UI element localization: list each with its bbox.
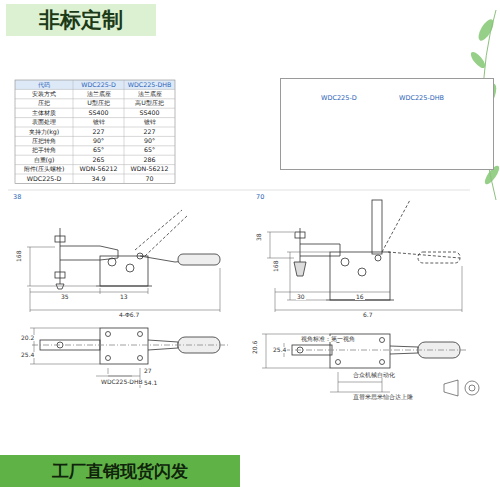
dimension-line [27, 247, 220, 312]
dimension-label: 合众机械自动化 [352, 372, 396, 378]
dimension-label: 30 [296, 294, 306, 300]
table-cell: 安装方式 [15, 91, 73, 97]
clamp-side-view [294, 200, 460, 300]
table-cell: 90° [124, 138, 175, 144]
table-cell: WDC225-DHB [124, 82, 175, 88]
dimension-label: WDC225-DHB [100, 379, 144, 385]
table-cell: 自重(g) [15, 157, 73, 163]
table-cell: 表面处理 [15, 119, 73, 125]
table-cell: 227 [73, 129, 124, 135]
table-cell: 镀锌 [73, 119, 124, 125]
dimension-label: 27 [143, 368, 153, 374]
table-cell: 65° [124, 147, 175, 153]
table-cell: 压把 [15, 100, 73, 106]
table-cell: 70 [124, 176, 175, 182]
banner-box: 工厂直销现货闪发 [0, 455, 240, 487]
table-cell: 90° [73, 138, 124, 144]
dimension-label: 35 [60, 294, 70, 300]
table-cell: 34.9 [73, 176, 124, 182]
table-cell: 法兰底座 [124, 91, 175, 97]
table-cell: SS400 [124, 110, 175, 116]
model-code: WDC225-D [321, 95, 357, 102]
projection-symbol [444, 380, 479, 396]
dimension-label: 38 [12, 194, 22, 201]
dimension-label: 38 [256, 233, 262, 241]
dimension-label: 直替米思米怡合达上隆 [352, 394, 414, 400]
dimension-label: 25.4 [20, 352, 35, 358]
banner-text: 工厂直销现货闪发 [52, 463, 188, 480]
table-cell: SS400 [73, 110, 124, 116]
table-cell: 镀锌 [124, 119, 175, 125]
table-cell: WDN-56212 [73, 166, 124, 172]
dimension-label: 54.1 [143, 380, 158, 386]
table-rule [15, 117, 175, 118]
clamp-side-view [55, 210, 220, 289]
banner-box: 非标定制 [6, 4, 156, 36]
table-rule [15, 164, 175, 165]
table-rule [15, 145, 175, 146]
dimension-line [262, 334, 390, 392]
spec-table [15, 80, 175, 183]
table-rule [15, 108, 175, 109]
dimension-label: 16 [355, 294, 365, 300]
dimension-line [267, 232, 462, 312]
dimension-label: 4-Φ6.7 [118, 312, 140, 318]
model-code: WDC225-DHB [399, 95, 444, 102]
table-rule [15, 127, 175, 128]
table-cell: 附件(压头螺栓) [15, 166, 73, 172]
table-cell: 65° [73, 147, 124, 153]
clamp-top-view [284, 334, 468, 368]
table-cell: WDC225-D [73, 82, 124, 88]
table-cell: 265 [73, 157, 124, 163]
table-cell: U型压把 [73, 100, 124, 106]
table-cell: 高U型压把 [124, 100, 175, 106]
dimension-label: 25.4 [272, 347, 287, 353]
banner-text: 非标定制 [39, 10, 123, 31]
table-rule [15, 98, 175, 99]
table-cell: 主体材质 [15, 110, 73, 116]
table-rule [15, 136, 175, 137]
table-cell: 压把转角 [15, 138, 73, 144]
table-rule [15, 89, 175, 90]
clamp-top-view [32, 328, 230, 364]
table-cell: 代码 [15, 82, 73, 88]
dimension-label: 20.6 [252, 341, 258, 354]
dimension-label: 168 [273, 261, 279, 272]
table-cell: 法兰底座 [73, 91, 124, 97]
dimension-label: 168 [16, 251, 22, 262]
dimension-label: 视角标准：第一视角 [300, 336, 356, 342]
dimension-label: 20.2 [20, 335, 35, 341]
dimension-label: 6.7 [362, 312, 374, 318]
table-rule [15, 155, 175, 156]
banner-box: WDC225-D WDC225-DHB [280, 78, 494, 170]
table-cell: 把手转角 [15, 147, 73, 153]
table-rule [15, 174, 175, 175]
table-cell: 夹持力(kg) [15, 129, 73, 135]
table-cell: WDC225-D [15, 176, 73, 182]
table-cell: 227 [124, 129, 175, 135]
dimension-label: 70 [255, 194, 265, 201]
table-cell: 286 [124, 157, 175, 163]
table-cell: WDN-56212 [124, 166, 175, 172]
dimension-label: 13 [119, 294, 129, 300]
